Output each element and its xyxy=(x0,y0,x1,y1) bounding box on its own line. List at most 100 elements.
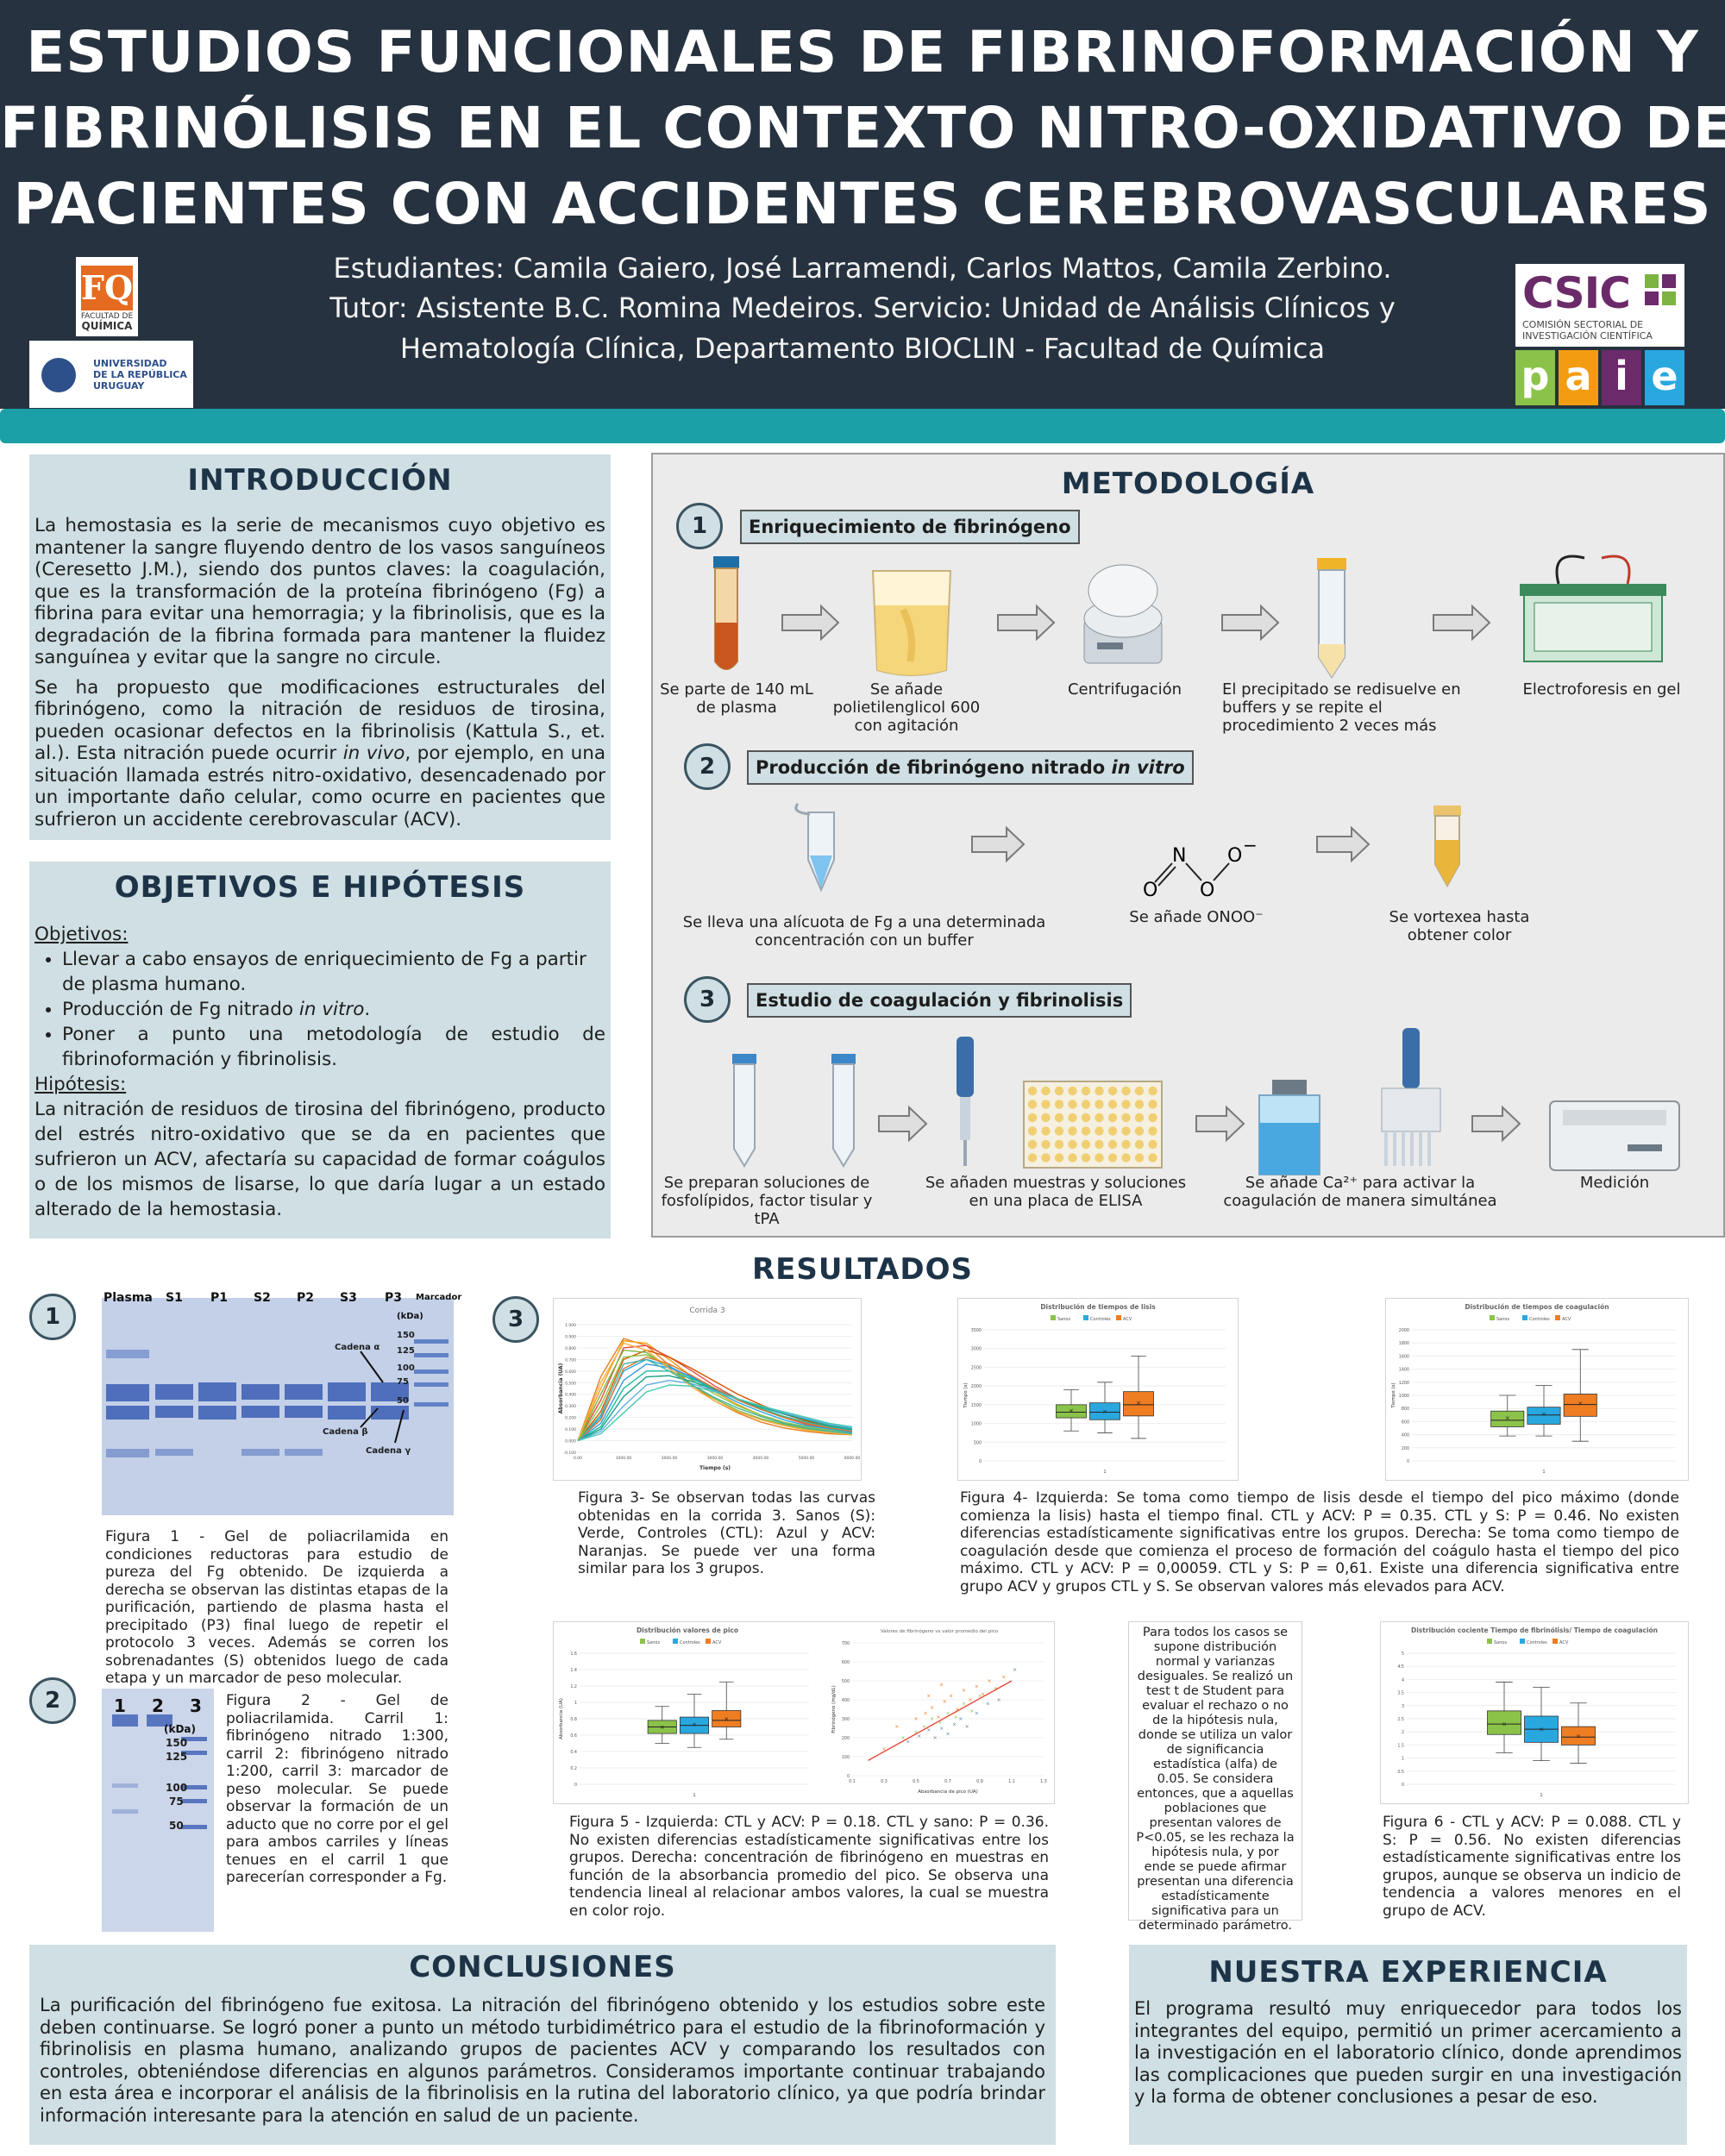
step-3-caption-1: Se preparan soluciones de fosfolípidos, … xyxy=(661,1174,873,1228)
fig-6-caption: Figura 6 - CTL y ACV: P = 0.088. CTL y S… xyxy=(1383,1814,1681,1920)
fig-4-left-ytick: 1000 xyxy=(971,1422,982,1427)
intro-paragraph-2: Se ha propuesto que modificaciones estru… xyxy=(34,676,606,830)
beaker-icon xyxy=(871,570,952,676)
fig-5-scatter-ytick: 600 xyxy=(842,1660,850,1665)
fig-4-left-xlabel: 1 xyxy=(1103,1470,1107,1475)
fig-4-right-legend-swatch xyxy=(1555,1315,1560,1320)
objetivo-3: Poner a punto una metodología de estudio… xyxy=(62,1022,605,1072)
fig-1-marker-75: 75 xyxy=(397,1377,409,1387)
fig-2-gel: 1 2 3 (kDa) 150 125 100 75 50 xyxy=(102,1689,214,1932)
elisa-well xyxy=(1027,1139,1038,1150)
fig-5-scatter-xtick: 1.1 xyxy=(1008,1779,1015,1784)
fig-4-right-mean-marker: × xyxy=(1578,1401,1583,1407)
fig-3-ytick: -0.100 xyxy=(563,1451,576,1456)
elisa-well xyxy=(1107,1153,1118,1163)
fig-5-scatter-point: × xyxy=(965,1724,969,1730)
fig-3-ytick: 0.700 xyxy=(565,1357,576,1363)
elisa-well xyxy=(1068,1086,1077,1096)
step-1-caption-4: El precipitado se redisuelve en buffers … xyxy=(1222,680,1461,735)
fig-5-left-ytick: 0 xyxy=(574,1783,577,1788)
step-1-illustrations xyxy=(713,555,1666,679)
fig-5-scatter-ytick: 100 xyxy=(842,1755,850,1760)
hipotesis-text: La nitración de residuos de tirosina del… xyxy=(34,1099,605,1220)
elisa-well xyxy=(1081,1126,1091,1136)
hipotesis-label: Hipótesis: xyxy=(34,1074,127,1095)
fig-5-left-ytick: 1.2 xyxy=(570,1684,577,1689)
fig-5-left-ytick: 1.6 xyxy=(570,1651,577,1657)
fig-4-left-box xyxy=(1123,1391,1154,1417)
fig-4-left-mean-marker: × xyxy=(1136,1400,1141,1407)
objetivo-2: Producción de Fg nitrado in vitro. xyxy=(62,997,605,1022)
elisa-well xyxy=(1041,1100,1051,1109)
fig-5-scatter-point: × xyxy=(917,1733,921,1739)
fig-6-legend-label: Sanos xyxy=(1494,1640,1507,1645)
fig-1-gel: Plasma S1 P1 S2 P2 S3 P3 Marcador (kDa) … xyxy=(102,1291,461,1515)
fig-5-scatter-point: × xyxy=(926,1727,931,1733)
elisa-well xyxy=(1134,1153,1145,1163)
fig-6-ytick: 2 xyxy=(1402,1730,1404,1735)
objetivos-panel: OBJETIVOS E HIPÓTESIS Objetivos: Llevar … xyxy=(29,862,611,1238)
elisa-well xyxy=(1027,1126,1038,1136)
step-1-caption-3: Centrifugación xyxy=(1067,680,1182,699)
fig-3-series-line xyxy=(577,1349,853,1441)
fig-5-scatter-ytick: 700 xyxy=(842,1641,850,1646)
fig-4-left-legend-label: ACV xyxy=(1123,1317,1132,1322)
fig-3-series-line xyxy=(577,1358,853,1441)
fq-logo-mark: FQ xyxy=(81,266,133,310)
fig-5-scatter-point: × xyxy=(894,1724,899,1730)
falcon-tube-icon xyxy=(1317,558,1346,679)
fig-3-series-line xyxy=(577,1356,853,1442)
fig-1-gel-bands xyxy=(102,1298,454,1515)
fig-3-ytick: 0.800 xyxy=(565,1346,576,1351)
intro-title: INTRODUCCIÓN xyxy=(187,463,453,498)
intro-body: La hemostasia es la serie de mecanismos … xyxy=(34,515,605,838)
conclusiones-title: CONCLUSIONES xyxy=(409,1950,676,1984)
fig-1-marker-125: 125 xyxy=(397,1346,415,1356)
fig-4-left-mean-marker: × xyxy=(1102,1408,1107,1415)
fig-4-left-mean-marker: × xyxy=(1069,1407,1074,1414)
fig-5-left-legend-label: Sanos xyxy=(647,1640,660,1645)
csic-squares-icon xyxy=(1645,274,1676,305)
step-2-caption-2: Se añade ONOO⁻ xyxy=(1129,908,1264,926)
fig-5-scatter-xtick: 0.1 xyxy=(849,1779,856,1784)
step-2-caption-1: Se lleva una alícuota de Fg a una determ… xyxy=(682,913,1046,950)
fig-1-lane-p1: P1 xyxy=(210,1291,229,1305)
fig-4-left-ytick: 3000 xyxy=(971,1347,982,1352)
csic-logo: CSIC COMISIÓN SECTORIAL DE INVESTIGACIÓN… xyxy=(1515,264,1684,347)
fig-5-scatter-xtick: 0.7 xyxy=(944,1779,951,1784)
fig-6-chart-frame: Distribución cociente Tiempo de fibrinól… xyxy=(1380,1621,1689,1804)
calcium-bottle-icon xyxy=(1258,1080,1320,1175)
elisa-well xyxy=(1041,1126,1051,1136)
elisa-well xyxy=(1107,1100,1118,1109)
fig-5-scatter-point: × xyxy=(977,1694,982,1700)
udelar-text-1: UNIVERSIDAD xyxy=(93,358,167,369)
elisa-well xyxy=(1095,1139,1104,1150)
objetivos-body: Objetivos: Llevar a cabo ensayos de enri… xyxy=(34,922,605,1222)
fig-6-box-chart: Distribución cociente Tiempo de fibrinól… xyxy=(1397,1626,1676,1798)
elisa-well xyxy=(1148,1126,1157,1136)
objetivos-list: Llevar a cabo ensayos de enriquecimiento… xyxy=(34,947,605,1072)
fig-5-left-legend-swatch xyxy=(673,1639,678,1644)
step-3-number: 3 xyxy=(684,976,731,1023)
fig-6-xlabel: 1 xyxy=(1540,1793,1543,1798)
fig-2-marker-50: 50 xyxy=(169,1820,184,1832)
elisa-well xyxy=(1041,1086,1051,1096)
fig-4-right-box-chart: Distribución de tiempos de coagulaciónSa… xyxy=(1391,1303,1676,1475)
step-2-label: Producción de fibrinógeno nitrado in vit… xyxy=(747,750,1194,785)
metodologia-panel: METODOLOGÍA 1 Enriquecimiento de fibrinó… xyxy=(651,453,1725,1238)
fig-1-marker-50: 50 xyxy=(397,1396,409,1406)
fig-5-left-ytick: 0.8 xyxy=(570,1717,577,1722)
paie-logo: p a i e xyxy=(1515,350,1684,405)
elisa-well xyxy=(1068,1153,1077,1163)
fig-6-ytick: 3 xyxy=(1402,1704,1404,1709)
fig-5-left-mean-marker: × xyxy=(660,1724,665,1731)
fig-2-caption: Figura 2 - Gel de poliacrilamida. Carril… xyxy=(226,1692,448,1886)
fq-logo: FQ FACULTAD DE QUÍMICA xyxy=(76,257,138,336)
fig-4-right-ytick: 0 xyxy=(1407,1459,1409,1464)
fig-5-scatter-point: × xyxy=(939,1726,944,1732)
fig-5-left-mean-marker: × xyxy=(692,1721,697,1728)
fig-4-left-box xyxy=(1056,1404,1087,1419)
title-line-2: FIBRINÓLISIS EN EL CONTEXTO NITRO-OXIDAT… xyxy=(0,95,1725,161)
